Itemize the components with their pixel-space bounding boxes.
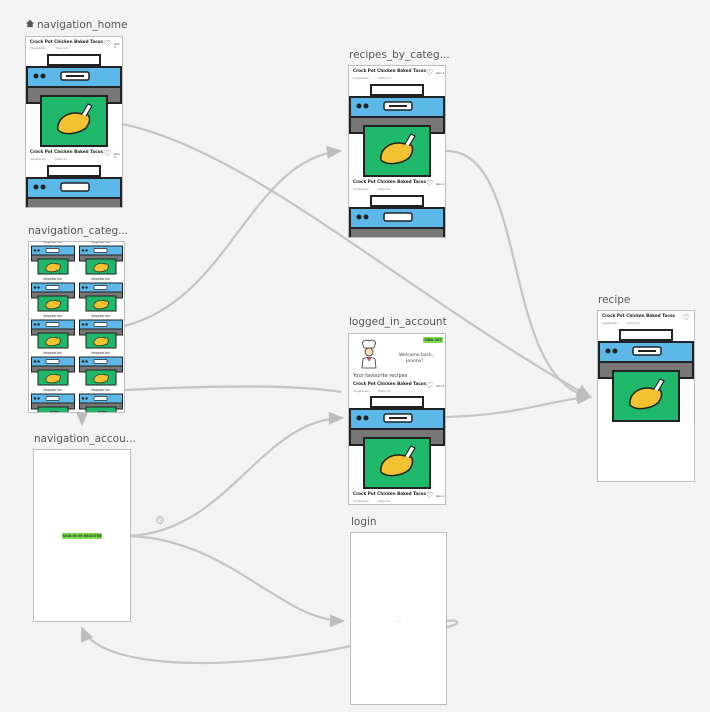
node-title-navigation-categories: navigation_categ... bbox=[28, 225, 129, 237]
clock-icon bbox=[156, 516, 164, 524]
serves-label: Serv 4 bbox=[436, 385, 445, 388]
category-oven-icon bbox=[79, 356, 123, 390]
category-oven-icon bbox=[31, 393, 75, 412]
oven-chicken-illustration bbox=[26, 54, 122, 147]
category-tile[interactable]: Vegetarian bbox=[30, 351, 76, 387]
screen-recipes-by-category[interactable]: Crock Pot Chicken Baked Tacos Vegetarian… bbox=[348, 65, 446, 238]
category-label: Vegetarian bbox=[91, 277, 110, 281]
category-tile[interactable]: Vegetarian bbox=[78, 351, 124, 387]
user-name: Jeanne! bbox=[406, 359, 424, 364]
screen-login[interactable]: ◌ bbox=[350, 532, 447, 705]
favorite-heart-icon[interactable]: ♡ bbox=[104, 39, 112, 48]
node-title-login: login bbox=[351, 516, 377, 528]
recipe-card-title: Crock Pot Chicken Baked Tacos bbox=[30, 39, 104, 44]
category-label: Vegetarian bbox=[43, 277, 62, 281]
category-label: Vegetarian bbox=[91, 241, 110, 244]
home-icon bbox=[25, 19, 35, 28]
category-oven-icon bbox=[31, 245, 75, 279]
recipe-card-title: Crock Pot Chicken Baked Tacos bbox=[353, 179, 427, 184]
recipe-card-title: Crock Pot Chicken Baked Tacos bbox=[353, 381, 427, 386]
recipe-card-title: Crock Pot Chicken Baked Tacos bbox=[30, 149, 104, 154]
edge-login-navaccount bbox=[80, 625, 352, 665]
category-label: Vegetarian bbox=[91, 351, 110, 355]
serves-label: Serv 4 bbox=[436, 72, 445, 75]
edge-recipesbycat-recipe bbox=[445, 149, 593, 401]
edge-login-loop bbox=[445, 619, 459, 629]
category-tile[interactable]: Vegetarian bbox=[30, 241, 76, 279]
oven-chicken-illustration bbox=[349, 84, 445, 177]
recipe-card-title: Crock Pot Chicken Baked Tacos bbox=[353, 491, 427, 496]
node-title-navigation-account: navigation_accou... bbox=[34, 433, 136, 445]
screen-navigation-home[interactable]: Crock Pot Chicken Baked Tacos Vegetarian… bbox=[25, 36, 123, 208]
oven-chicken-illustration bbox=[598, 329, 694, 422]
category-oven-icon bbox=[31, 282, 75, 316]
node-title-recipes-by-category: recipes_by_categ... bbox=[349, 49, 450, 61]
category-label: Vegetarian bbox=[43, 314, 62, 318]
category-oven-icon bbox=[31, 356, 75, 390]
category-label: Vegetarian bbox=[43, 241, 62, 244]
chef-avatar-icon bbox=[361, 339, 377, 369]
oven-chicken-illustration bbox=[26, 165, 122, 207]
favorite-heart-icon[interactable]: ♡ bbox=[426, 68, 434, 77]
serves-label: Serv 4 bbox=[114, 43, 120, 49]
favorite-heart-icon[interactable]: ♡ bbox=[426, 381, 434, 390]
category-label: Vegetarian bbox=[91, 388, 110, 392]
screen-navigation-account[interactable]: SIGN IN OR REGISTER bbox=[33, 449, 131, 622]
category-tile[interactable]: Vegetarian bbox=[78, 388, 124, 412]
oven-chicken-illustration bbox=[349, 396, 445, 489]
node-title-recipe: recipe bbox=[598, 294, 631, 306]
screen-logged-in-account[interactable]: SIGN OUT Welcome back, Jeanne! Your favo… bbox=[348, 333, 446, 505]
edge-home-recipe bbox=[121, 122, 592, 399]
category-tile[interactable]: Vegetarian bbox=[78, 241, 124, 279]
node-title-navigation-home: navigation_home bbox=[25, 19, 127, 31]
category-oven-icon bbox=[31, 319, 75, 353]
edge-navaccount-login bbox=[129, 534, 346, 628]
category-tile[interactable]: Vegetarian bbox=[78, 314, 124, 350]
category-tile[interactable]: Vegetarian bbox=[78, 277, 124, 313]
screen-recipe[interactable]: Crock Pot Chicken Baked Tacos Vegetarian… bbox=[597, 310, 695, 482]
serves-label: Serv 4 bbox=[436, 495, 445, 498]
sign-out-button[interactable]: SIGN OUT bbox=[423, 337, 443, 343]
loading-spinner-icon: ◌ bbox=[395, 614, 402, 623]
favorite-heart-icon[interactable]: ♡ bbox=[683, 313, 691, 322]
sign-in-register-button[interactable]: SIGN IN OR REGISTER bbox=[62, 533, 102, 539]
category-tile[interactable]: Vegetarian bbox=[30, 388, 76, 412]
welcome-text: Welcome back, bbox=[399, 353, 434, 358]
oven-chicken-illustration bbox=[349, 195, 445, 237]
edge-navaccount-loggedin bbox=[129, 411, 345, 538]
category-tile[interactable]: Vegetarian bbox=[30, 277, 76, 313]
favorite-heart-icon[interactable]: ♡ bbox=[426, 491, 434, 500]
category-label: Vegetarian bbox=[91, 314, 110, 318]
recipe-card-title: Crock Pot Chicken Baked Tacos bbox=[602, 313, 676, 318]
favorite-heart-icon[interactable]: ♡ bbox=[104, 149, 112, 158]
edge-categories-recipesbycat bbox=[123, 145, 343, 328]
category-oven-icon bbox=[79, 245, 123, 279]
category-tile[interactable]: Vegetarian bbox=[30, 314, 76, 350]
edge-categories-loggedin bbox=[123, 385, 342, 394]
favorite-heart-icon[interactable]: ♡ bbox=[426, 179, 434, 188]
category-label: Vegetarian bbox=[43, 351, 62, 355]
serves-label: Serv 4 bbox=[436, 183, 445, 186]
edge-loggedin-recipe bbox=[445, 391, 593, 419]
category-oven-icon bbox=[79, 319, 123, 353]
node-title-logged-in-account: logged_in_account bbox=[349, 316, 447, 328]
favourites-heading: Your favourite recipes bbox=[353, 373, 408, 379]
serves-label: Serv 4 bbox=[114, 153, 120, 159]
recipe-card-title: Crock Pot Chicken Baked Tacos bbox=[353, 68, 427, 73]
category-oven-icon bbox=[79, 393, 123, 412]
category-label: Vegetarian bbox=[43, 388, 62, 392]
category-oven-icon bbox=[79, 282, 123, 316]
